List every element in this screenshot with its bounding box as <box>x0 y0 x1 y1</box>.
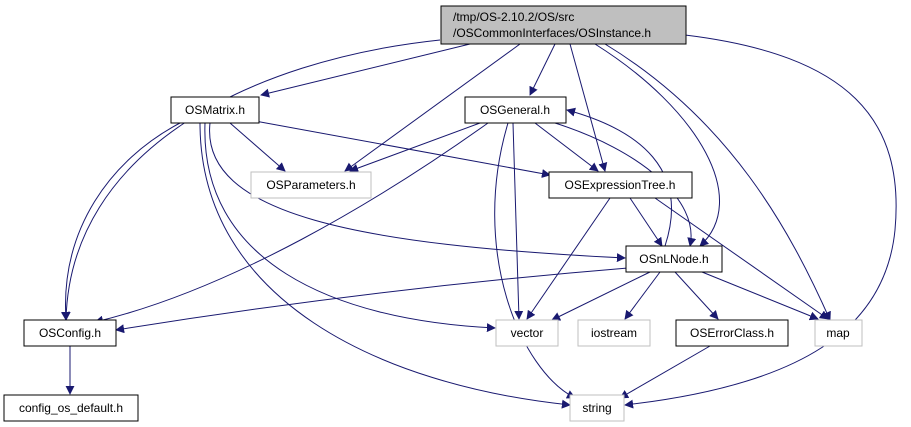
edge-osgeneral-osconfig <box>94 122 489 325</box>
edge-osgeneral-string <box>494 122 576 399</box>
node-osgeneral[interactable]: OSGeneral.h <box>464 96 567 124</box>
edge-osnlnode-map <box>701 271 819 321</box>
node-osconfig[interactable]: OSConfig.h <box>23 319 117 347</box>
node-string-label: string <box>582 401 611 415</box>
node-osconfig-label: OSConfig.h <box>39 326 101 340</box>
node-vector[interactable]: vector <box>495 319 559 347</box>
edge-root-osparameters <box>344 43 521 172</box>
node-osinstance-line2: /OSCommonInterfaces/OSInstance.h <box>453 26 651 40</box>
node-osmatrix[interactable]: OSMatrix.h <box>170 96 260 124</box>
node-string[interactable]: string <box>569 394 625 422</box>
node-map-label: map <box>826 326 850 340</box>
node-osinstance[interactable]: /tmp/OS-2.10.2/OS/src /OSCommonInterface… <box>440 5 687 45</box>
edge-osmatrix-osconfig <box>60 122 181 321</box>
node-config-os-default[interactable]: config_os_default.h <box>3 394 139 422</box>
node-iostream-label: iostream <box>591 326 637 340</box>
node-oserrorclass[interactable]: OSErrorClass.h <box>675 319 789 347</box>
edge-root-osconfig <box>61 39 441 321</box>
edge-osnlnode-iostream <box>624 271 661 320</box>
edge-osgeneral-vector <box>512 122 524 320</box>
node-osexpressiontree[interactable]: OSExpressionTree.h <box>548 171 693 199</box>
edge-osnlnode-vector <box>551 271 651 321</box>
edge-root-osexpressiontree <box>569 43 608 172</box>
node-osinstance-line1: /tmp/OS-2.10.2/OS/src <box>453 10 574 24</box>
edge-osmatrix-osnlnode <box>209 122 626 263</box>
edge-root-osmatrix <box>260 43 471 98</box>
node-osparameters-label: OSParameters.h <box>266 178 355 192</box>
node-map[interactable]: map <box>814 319 863 347</box>
edge-osnlnode-oserrorclass <box>674 271 719 320</box>
edge-osexpressiontree-osnlnode <box>629 197 663 247</box>
edge-osnlnode-osconfig <box>115 267 629 334</box>
edge-osmatrix-osparameters <box>229 122 286 172</box>
edge-root-map <box>604 43 831 321</box>
edge-osgeneral-osexpressiontree <box>534 122 599 172</box>
edge-osgeneral-osparameters <box>349 122 481 173</box>
node-osnlnode[interactable]: OSnLNode.h <box>625 245 723 273</box>
edge-root-string <box>624 34 897 409</box>
edge-osnlnode-osgeneral <box>566 107 672 247</box>
node-osgeneral-label: OSGeneral.h <box>480 103 550 117</box>
node-oserrorclass-label: OSErrorClass.h <box>690 326 774 340</box>
edge-osmatrix-string <box>199 122 571 409</box>
node-osmatrix-label: OSMatrix.h <box>185 103 245 117</box>
node-osnlnode-label: OSnLNode.h <box>639 252 708 266</box>
node-osexpressiontree-label: OSExpressionTree.h <box>565 178 676 192</box>
edge-osmatrix-osexpressiontree <box>254 120 551 178</box>
edge-osexpressiontree-vector <box>526 197 611 320</box>
node-config-os-default-label: config_os_default.h <box>19 401 123 415</box>
edge-osexpressiontree-map <box>654 197 829 320</box>
edge-oserrorclass-string <box>619 345 711 399</box>
node-osparameters[interactable]: OSParameters.h <box>250 171 372 199</box>
edge-root-osgeneral <box>529 43 556 96</box>
node-iostream[interactable]: iostream <box>577 319 651 347</box>
edge-root-osnlnode <box>594 43 720 247</box>
edge-osmatrix-vector <box>204 122 496 333</box>
node-vector-label: vector <box>511 326 544 340</box>
